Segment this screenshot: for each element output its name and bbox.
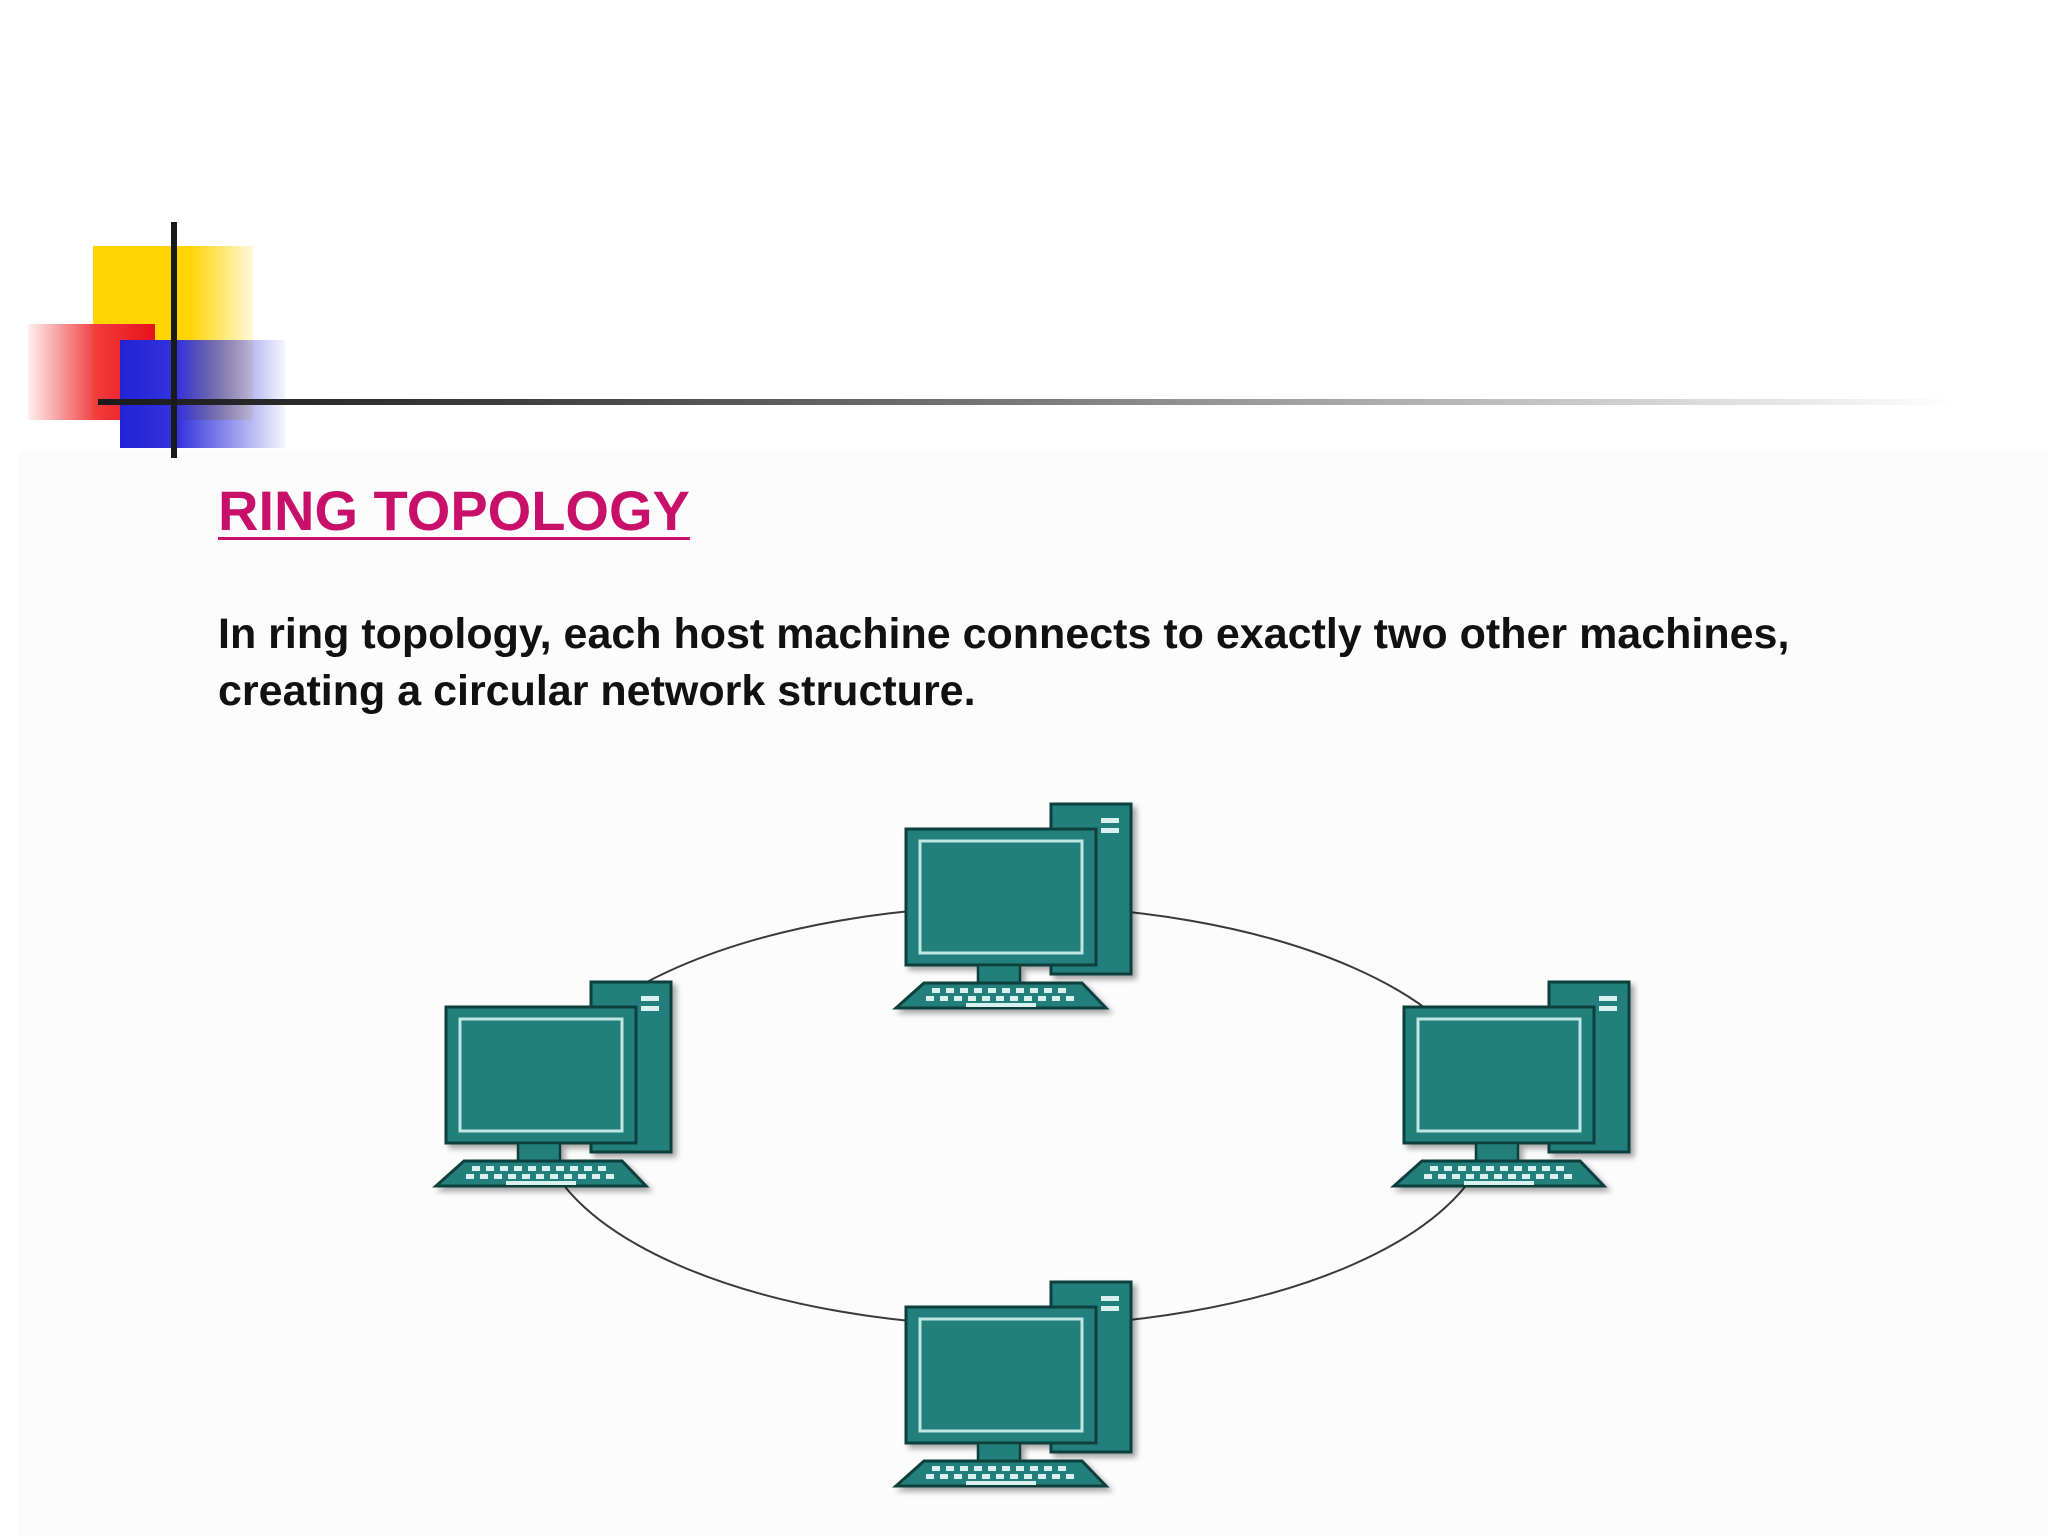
computer-node-right [1392, 980, 1631, 1188]
blue-square-decoration [120, 340, 285, 448]
computer-node-left [434, 980, 673, 1188]
slide-title: RING TOPOLOGY [218, 479, 690, 542]
slide-description: In ring topology, each host machine conn… [218, 610, 1790, 715]
computer-node-bottom [894, 1280, 1133, 1488]
header-vertical-rule [171, 222, 177, 458]
computer-node-top [894, 802, 1133, 1010]
header-horizontal-rule [98, 399, 1958, 405]
